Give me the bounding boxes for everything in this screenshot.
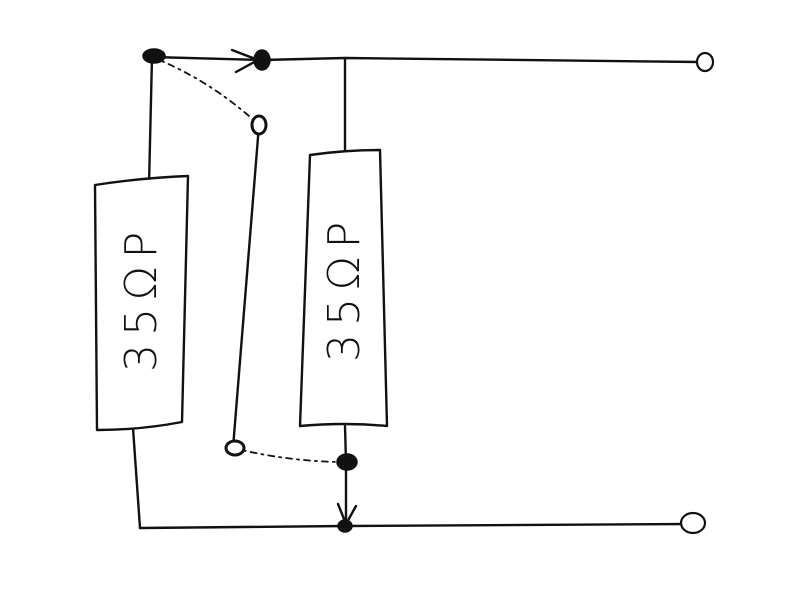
- left-resistor-label: 35ΩP: [116, 224, 167, 372]
- node-bottom-junction: [337, 519, 353, 533]
- bottom-switch-dashed-link: [232, 447, 347, 463]
- top-switch-dashed-link: [151, 56, 259, 125]
- node-right-switch: [336, 453, 358, 471]
- node-top-switch: [253, 49, 271, 71]
- left-resistor-bottom-lead: [131, 426, 142, 530]
- bottom-rail-wire: [138, 522, 692, 530]
- left-resistor-top-lead: [147, 55, 154, 187]
- node-middle-switch-bottom: [224, 439, 246, 457]
- middle-switch-wire: [231, 123, 261, 450]
- left-resistor-box: [93, 174, 190, 432]
- node-top-left: [142, 48, 166, 64]
- node-middle-switch-top: [250, 114, 268, 136]
- right-resistor-label: 35ΩP: [319, 214, 370, 362]
- top-output-terminal: [695, 51, 715, 73]
- right-resistor-box: [298, 148, 389, 428]
- bottom-output-terminal: [679, 511, 707, 535]
- top-rail-wire: [150, 55, 702, 64]
